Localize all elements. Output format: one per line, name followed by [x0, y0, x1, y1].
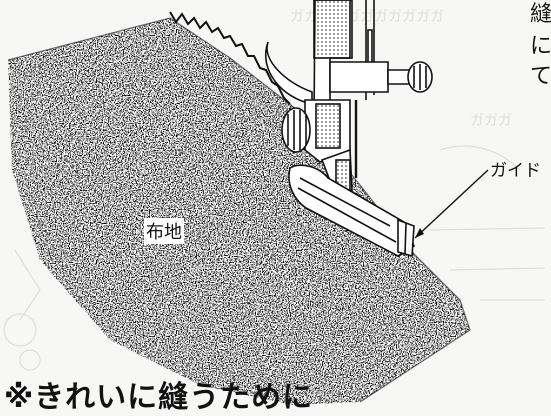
- side-text-line-3: て: [530, 64, 551, 89]
- side-text-line-1: 縫: [530, 2, 551, 27]
- guide-label: ガイド: [490, 161, 541, 181]
- bleed-through-sketch: [3, 145, 546, 371]
- presser-foot: [265, 0, 433, 258]
- guide-leader: [414, 169, 489, 239]
- zigzag-stitch: [169, 11, 291, 105]
- fabric: [7, 17, 471, 405]
- fabric-label: 布地: [144, 218, 184, 244]
- sewing-machine-illustration: [3, 0, 546, 405]
- bleed-through-text: ガガガ: [470, 113, 512, 129]
- section-heading: ※きれいに縫うために: [4, 380, 314, 415]
- side-text-line-2: に: [530, 34, 551, 59]
